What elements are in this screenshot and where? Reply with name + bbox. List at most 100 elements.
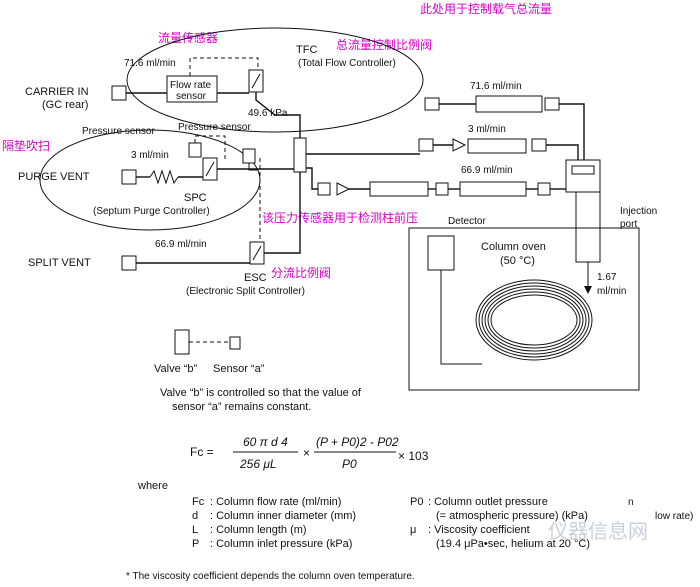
spc-label: SPC bbox=[184, 192, 207, 204]
detector-box bbox=[427, 235, 455, 271]
spc-signal-line bbox=[194, 135, 226, 160]
purge-restrictor bbox=[149, 169, 179, 185]
flow-rate-top-label: 71.6 ml/min bbox=[124, 58, 176, 69]
svg-text:(19.4 μPa•sec, helium at 20 °C: (19.4 μPa•sec, helium at 20 °C) bbox=[436, 538, 590, 550]
line3-check bbox=[336, 182, 351, 196]
legend-valve-b bbox=[174, 329, 190, 355]
column-oven-box bbox=[408, 227, 640, 391]
column-pressure-sensor bbox=[242, 148, 256, 164]
svg-text:L: L bbox=[192, 524, 198, 536]
injection-port-lower bbox=[575, 227, 601, 263]
line1-tube bbox=[475, 95, 543, 113]
legend-sensor-a bbox=[229, 336, 241, 350]
injection-septum-head bbox=[565, 159, 601, 193]
formula-num1: 60 π d 4 bbox=[243, 435, 288, 449]
spc-full-label: (Septum Purge Controller) bbox=[93, 206, 210, 217]
definitions-left: Fc : Column flow rate (ml/min) d : Colum… bbox=[192, 496, 356, 550]
formula-times1: × bbox=[303, 446, 310, 460]
pressure-sensor-right-label: Pressure sensor bbox=[178, 122, 251, 133]
legend-valve-b-label: Valve “b” bbox=[154, 363, 198, 375]
line3-fitting-right bbox=[537, 182, 551, 196]
column-coil bbox=[475, 279, 593, 361]
svg-text:: Column inner diameter (mm): : Column inner diameter (mm) bbox=[210, 510, 356, 522]
column-pressure-tap bbox=[248, 163, 258, 171]
line3-filter bbox=[369, 181, 429, 197]
split-rate-label: 66.9 ml/min bbox=[155, 239, 207, 250]
svg-text:μ: μ bbox=[410, 524, 416, 536]
esc-full-label: (Electronic Split Controller) bbox=[186, 286, 305, 297]
svg-text:: Column flow rate (ml/min): : Column flow rate (ml/min) bbox=[210, 496, 341, 508]
line2-fitting-right bbox=[531, 138, 547, 152]
carrier-inlet-fitting bbox=[111, 85, 127, 101]
line3-tube bbox=[459, 181, 527, 197]
gc-rear-label: (GC rear) bbox=[42, 99, 88, 111]
split-vent-fitting bbox=[121, 255, 137, 271]
legend-note-2: sensor “a” remains constant. bbox=[172, 401, 311, 413]
line3-fitting-left bbox=[317, 182, 331, 196]
formula-times2: × 103 bbox=[398, 449, 429, 463]
line2-check bbox=[452, 138, 467, 152]
annotation-split-valve: 分流比例阀 bbox=[271, 266, 331, 280]
line-rate-3-label: 66.9 ml/min bbox=[461, 165, 513, 176]
line3-seg-a bbox=[306, 167, 318, 190]
detector-label: Detector bbox=[448, 216, 486, 227]
line-rate-2-label: 3 ml/min bbox=[468, 124, 506, 135]
line-rate-1-label: 71.6 ml/min bbox=[470, 81, 522, 92]
line1-fitting-left bbox=[424, 97, 440, 111]
highlight-ellipse-total-flow bbox=[126, 27, 424, 133]
injection-septum-cap bbox=[571, 165, 595, 175]
column-flow-label-1: 1.67 bbox=[597, 272, 617, 283]
pressure-sensor-left-label: Pressure sensor bbox=[82, 126, 155, 137]
svg-text:(= atmospheric pressure) (kPa): (= atmospheric pressure) (kPa) bbox=[436, 510, 588, 522]
column-flow-arrow-head bbox=[584, 286, 592, 294]
clipped-fragment-1: n bbox=[628, 497, 634, 508]
formula-lhs: Fc = bbox=[190, 445, 214, 459]
legend-note-1: Valve “b” is controlled so that the valu… bbox=[160, 387, 362, 399]
formula-den2: P0 bbox=[342, 457, 357, 471]
carrier-in-label: CARRIER IN bbox=[25, 86, 89, 98]
line2-tube bbox=[467, 138, 527, 154]
annotation-septum-purge: 隔垫吹扫 bbox=[2, 138, 50, 153]
annotation-carrier-total: 此处用于控制载气总流量 bbox=[420, 1, 552, 16]
definitions-right: P0 : Column outlet pressure (= atmospher… bbox=[410, 496, 590, 550]
formula-num2: (P + P0)2 - P02 bbox=[316, 435, 399, 449]
column-to-detector-line bbox=[440, 270, 482, 365]
formula-where: where bbox=[137, 480, 168, 492]
svg-text:d: d bbox=[192, 510, 198, 522]
legend-sensor-a-label: Sensor “a” bbox=[213, 363, 265, 375]
column-oven-label: Column oven bbox=[481, 241, 546, 253]
line1-seg-b bbox=[559, 103, 585, 162]
manifold-block bbox=[293, 137, 307, 173]
esc-to-manifold-line bbox=[264, 172, 301, 254]
annotation-column-pressure: 该压力传感器用于检测柱前压 bbox=[262, 210, 418, 225]
svg-text:P0: P0 bbox=[410, 496, 423, 508]
injection-port-body bbox=[575, 191, 601, 229]
purge-vent-fitting bbox=[121, 169, 137, 185]
flow-rate-sensor-box bbox=[166, 75, 218, 103]
tfc-full-label: (Total Flow Controller) bbox=[298, 58, 396, 69]
line1-fitting-right bbox=[544, 97, 560, 111]
svg-text:: Column length (m): : Column length (m) bbox=[210, 524, 307, 536]
esc-label: ESC bbox=[244, 272, 267, 284]
purge-rate-label: 3 ml/min bbox=[131, 150, 169, 161]
tfc-to-manifold-line bbox=[255, 92, 301, 140]
svg-text:P: P bbox=[192, 538, 199, 550]
svg-text:Fc: Fc bbox=[192, 496, 205, 508]
injection-label-1: Injection bbox=[620, 206, 657, 217]
split-vent-label: SPLIT VENT bbox=[28, 257, 91, 269]
flow-rate-sensor-label-2: sensor bbox=[176, 91, 207, 102]
svg-text:: Column outlet pressure: : Column outlet pressure bbox=[428, 496, 548, 508]
line2-fitting-left bbox=[418, 138, 434, 152]
column-flow-label-2: ml/min bbox=[597, 286, 626, 297]
purge-vent-label: PURGE VENT bbox=[18, 171, 90, 183]
spc-pressure-sensor bbox=[188, 142, 202, 158]
pressure-value-label: 49.6 kPa bbox=[248, 108, 288, 119]
svg-text:: Viscosity coefficient: : Viscosity coefficient bbox=[428, 524, 530, 536]
injection-label-2: port bbox=[620, 219, 637, 230]
watermark: 仪器信息网 bbox=[548, 519, 648, 543]
tfc-valve-arrow bbox=[251, 73, 261, 89]
spc-valve-arrow bbox=[205, 161, 215, 177]
footnote: * The viscosity coefficient depends the … bbox=[126, 571, 415, 582]
